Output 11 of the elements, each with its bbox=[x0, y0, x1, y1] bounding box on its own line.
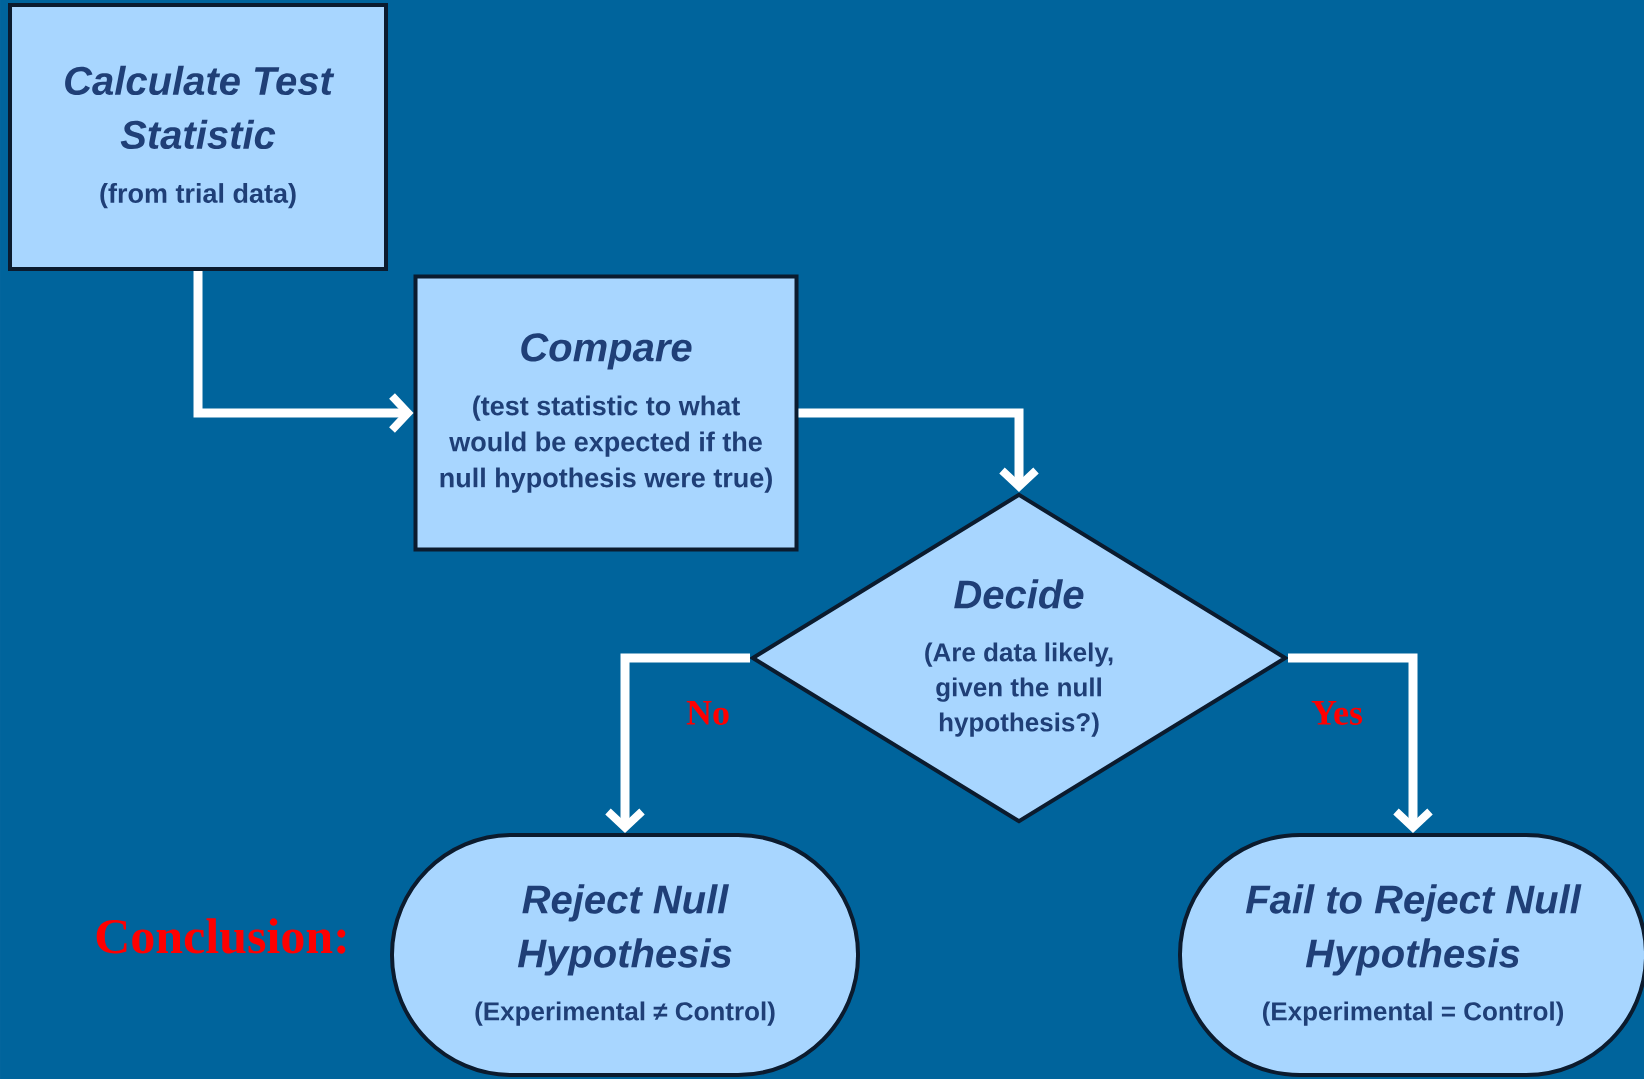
conclusion-label: Conclusion: bbox=[96, 918, 346, 954]
edge-label: No bbox=[686, 701, 729, 725]
terminal-box: Fail to Reject Null Hypothesis (Experimental = Control) bbox=[1178, 833, 1644, 1077]
edge-label: Yes bbox=[1311, 701, 1363, 725]
arrow bbox=[798, 408, 1039, 492]
process-box: Compare (test statistic to what would be expected if the null hypothesis were true) bbox=[413, 274, 799, 552]
arrow bbox=[193, 271, 414, 433]
arrow bbox=[605, 653, 750, 833]
process-box: Calculate Test Statistic (from trial data) bbox=[8, 3, 388, 271]
arrow bbox=[1288, 653, 1433, 833]
terminal-box: Reject Null Hypothesis (Experimental ≠ Control) bbox=[390, 833, 861, 1077]
